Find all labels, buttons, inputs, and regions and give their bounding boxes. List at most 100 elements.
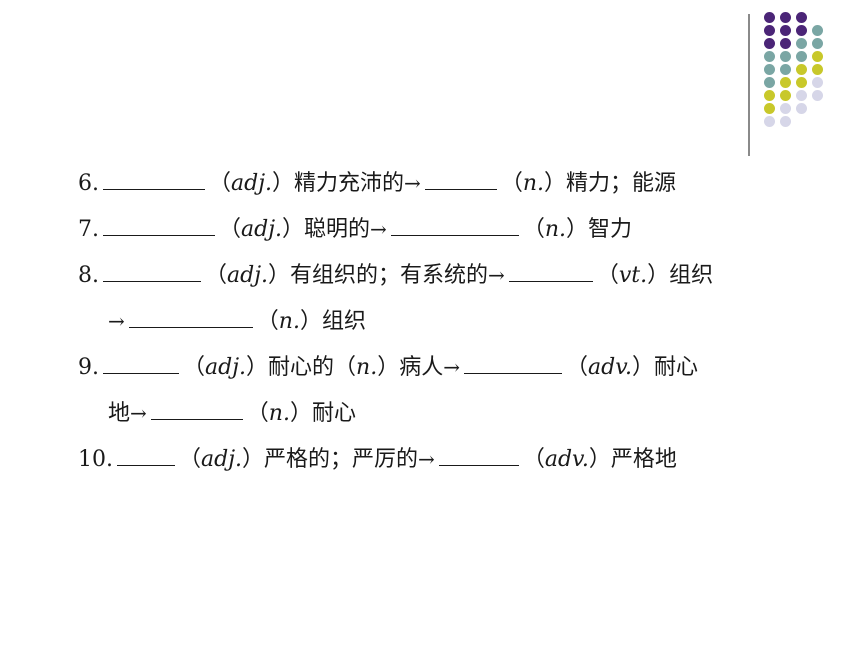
exercise-text: （ — [522, 217, 545, 242]
part-of-speech: n. — [544, 217, 566, 242]
decorative-dot — [796, 103, 807, 114]
exercise-text: （ — [500, 171, 523, 196]
exercise-text: ）智力 — [566, 217, 633, 242]
decorative-dot-grid — [764, 12, 854, 142]
answer-blank[interactable] — [103, 207, 215, 236]
answer-blank[interactable] — [128, 299, 253, 328]
answer-blank[interactable] — [390, 207, 519, 236]
answer-blank[interactable] — [117, 437, 175, 466]
exercise-line: 7.（adj.）聪明的→（n.）智力 — [78, 206, 798, 252]
answer-blank[interactable] — [150, 391, 243, 420]
exercise-text: 10. — [78, 447, 113, 472]
answer-blank[interactable] — [464, 345, 562, 374]
arrow-icon: → — [370, 217, 387, 241]
exercise-text: ）耐心 — [632, 355, 699, 380]
exercise-line: → （n.）组织 — [78, 298, 798, 344]
part-of-speech: n. — [278, 309, 300, 334]
arrow-icon: → — [418, 447, 435, 471]
arrow-icon: → — [404, 171, 421, 195]
part-of-speech: n. — [522, 171, 544, 196]
decorative-dot — [764, 103, 775, 114]
exercise-text: ）聪明的 — [282, 217, 371, 242]
exercise-text: ）精力充沛的 — [272, 171, 405, 196]
answer-blank[interactable] — [424, 161, 497, 190]
exercise-text: 7. — [78, 217, 99, 242]
decorative-dot — [796, 12, 807, 23]
exercise-text: ）组织 — [299, 309, 366, 334]
decorative-dot — [796, 38, 807, 49]
exercise-text: 9. — [78, 355, 99, 380]
exercise-text: ）精力；能源 — [544, 171, 677, 196]
exercise-text: （ — [256, 309, 279, 334]
decorative-dot — [812, 25, 823, 36]
arrow-icon: → — [488, 263, 505, 287]
decorative-dot — [764, 25, 775, 36]
decorative-dot — [812, 90, 823, 101]
exercise-text: （ — [522, 447, 545, 472]
exercise-line: 8.（adj.）有组织的；有系统的→（vt.）组织 — [78, 252, 798, 298]
part-of-speech: adv. — [544, 447, 589, 472]
decorative-dot — [780, 77, 791, 88]
exercise-line: 地→ （n.）耐心 — [78, 390, 798, 436]
answer-blank[interactable] — [508, 253, 593, 282]
answer-blank[interactable] — [103, 345, 179, 374]
exercise-text: （ — [205, 263, 228, 288]
decorative-dot — [796, 64, 807, 75]
exercise-text: （ — [596, 263, 619, 288]
decorative-dot — [780, 103, 791, 114]
answer-blank[interactable] — [438, 437, 519, 466]
answer-blank[interactable] — [103, 161, 205, 190]
part-of-speech: n. — [356, 355, 378, 380]
decorative-dot — [796, 90, 807, 101]
decorative-dot — [780, 25, 791, 36]
part-of-speech: adj. — [241, 217, 283, 242]
exercise-line: 6.（adj.）精力充沛的→（n.）精力；能源 — [78, 160, 798, 206]
decorative-dot — [796, 77, 807, 88]
exercise-text: ）病人 — [377, 355, 444, 380]
exercise-line: 9.（adj.）耐心的（n.）病人→（adv.）耐心 — [78, 344, 798, 390]
exercise-text: （ — [179, 447, 202, 472]
divider-line — [748, 14, 750, 156]
decorative-dot — [764, 51, 775, 62]
exercise-text: 6. — [78, 171, 99, 196]
decorative-dot — [780, 38, 791, 49]
arrow-icon: → — [443, 355, 460, 379]
exercise-line: 10.（adj.）严格的；严厉的→（adv.）严格地 — [78, 436, 798, 482]
decorative-dot — [780, 12, 791, 23]
decorative-dot — [812, 77, 823, 88]
decorative-dot — [764, 116, 775, 127]
exercise-text: （ — [246, 401, 269, 426]
part-of-speech: adj. — [205, 355, 247, 380]
exercise-text: （ — [183, 355, 206, 380]
decorative-dot — [764, 77, 775, 88]
part-of-speech: n. — [268, 401, 290, 426]
decorative-dot — [764, 90, 775, 101]
decorative-dot — [812, 64, 823, 75]
decorative-dot — [796, 51, 807, 62]
part-of-speech: vt. — [618, 263, 648, 288]
exercise-text: 地 — [108, 401, 131, 426]
exercise-text: ）耐心的（ — [246, 355, 357, 380]
exercise-text: ）严格的；严厉的 — [242, 447, 419, 472]
decorative-dot — [780, 64, 791, 75]
part-of-speech: adj. — [227, 263, 269, 288]
exercise-text: ）有组织的；有系统的 — [268, 263, 489, 288]
decorative-dot — [780, 90, 791, 101]
exercise-text: （ — [566, 355, 589, 380]
exercise-text: ）严格地 — [588, 447, 677, 472]
decorative-dot — [764, 12, 775, 23]
exercise-text: ）耐心 — [289, 401, 356, 426]
arrow-icon: → — [108, 309, 125, 333]
arrow-icon: → — [130, 401, 147, 425]
decorative-dot — [780, 116, 791, 127]
decorative-dot — [764, 64, 775, 75]
decorative-dot — [764, 38, 775, 49]
decorative-dot — [812, 51, 823, 62]
part-of-speech: adv. — [588, 355, 633, 380]
decorative-dot — [780, 51, 791, 62]
answer-blank[interactable] — [103, 253, 201, 282]
part-of-speech: adj. — [231, 171, 273, 196]
part-of-speech: adj. — [201, 447, 243, 472]
decorative-dot — [812, 38, 823, 49]
